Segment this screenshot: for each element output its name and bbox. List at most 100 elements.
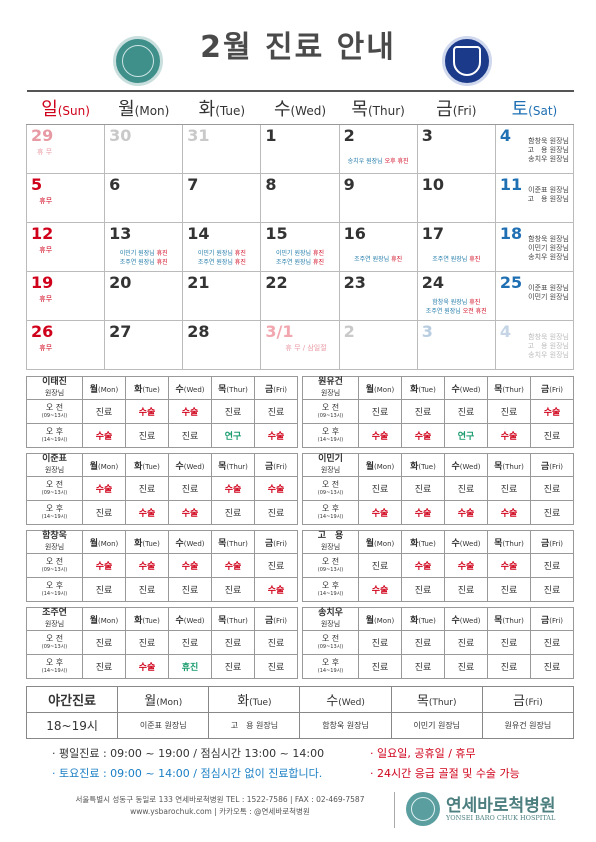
schedule-day-header: 화(Tue): [125, 376, 169, 400]
saturday-doctor: 이민기 원장님: [528, 292, 569, 301]
weekday-en: (Sat): [528, 103, 558, 118]
day-en: (Fri): [549, 385, 564, 394]
doctor-off-note: 조주연 원장님 휴진: [340, 255, 417, 264]
day-ko: 월: [365, 461, 375, 472]
day-ko: 금: [264, 615, 274, 626]
day-ko: 목: [218, 615, 227, 626]
day-en: (Fri): [273, 385, 288, 394]
period-time: (14~19시): [41, 436, 68, 443]
day-ko: 목: [494, 461, 503, 472]
schedule-cell: 수술: [82, 553, 126, 578]
schedule-cell: 진료: [444, 577, 488, 602]
schedule-cell: 진료: [82, 577, 126, 602]
schedule-day-header: 월(Mon): [358, 453, 402, 477]
doctor-title: 원장님: [44, 620, 65, 628]
weekday-ko: 일: [41, 98, 58, 120]
period-cell: 오 전(09~13시): [302, 399, 359, 424]
day-number: 30: [109, 125, 132, 145]
day-ko: 화: [410, 461, 419, 472]
schedule-day-header: 목(Thur): [487, 453, 531, 477]
period-cell: 오 전(09~13시): [26, 399, 83, 424]
schedule-cell: 진료: [211, 630, 255, 655]
day-en: (Thur): [226, 462, 248, 471]
period-time: (14~19시): [41, 513, 68, 520]
schedule-cell: 진료: [211, 654, 255, 679]
day-number: 27: [109, 321, 132, 341]
schedule-day-header: 화(Tue): [125, 607, 169, 631]
doctor-title: 원장님: [320, 620, 341, 628]
night-doctor-tue: 고 용 원장님: [208, 712, 301, 739]
doctor-title: 원장님: [320, 543, 341, 551]
day-ko: 목: [218, 538, 227, 549]
schedule-day-header: 목(Thur): [487, 530, 531, 554]
day-ko: 금: [540, 384, 550, 395]
schedule-day-header: 월(Mon): [82, 607, 126, 631]
schedule-day-header: 화(Tue): [401, 453, 445, 477]
day-ko: 화: [134, 615, 143, 626]
holiday-label: 휴 무: [37, 147, 53, 156]
schedule-cell: 진료: [358, 630, 402, 655]
day-number: 2: [343, 321, 355, 341]
period-cell: 오 후(14~19시): [26, 423, 83, 448]
hospital-name-en: YONSEI BARO CHUK HOSPITAL: [446, 814, 556, 822]
calendar-day-cell: 3: [416, 123, 496, 174]
schedule-cell: 수술: [254, 476, 298, 501]
schedule-cell: 수술: [125, 500, 169, 525]
doctor-off-note: 함창욱 원장님 휴진: [418, 298, 495, 307]
period-time: (14~19시): [41, 667, 68, 674]
schedule-cell: 진료: [211, 399, 255, 424]
doctor-title: 원장님: [320, 389, 341, 397]
day-ko: 금: [264, 384, 274, 395]
period-label: 오 후: [45, 503, 64, 513]
weekday-ko: 월: [118, 98, 135, 120]
day-ko: 목: [494, 615, 503, 626]
day-en: (Mon): [374, 462, 395, 471]
footer: 서울특별시 성동구 동일로 133 연세바로척병원 TEL : 1522-758…: [0, 790, 596, 830]
period-label: 오 후: [45, 426, 64, 436]
schedule-cell: 진료: [401, 630, 445, 655]
schedule-cell: 진료: [530, 654, 574, 679]
day-en: (Wed): [183, 539, 205, 548]
calendar-day-cell: 27: [104, 319, 184, 370]
day-number: 22: [265, 272, 288, 292]
schedule-day-header: 수(Wed): [168, 453, 212, 477]
calendar-day-cell: 21: [182, 270, 262, 321]
schedule-day-header: 금(Fri): [254, 607, 298, 631]
day-number: 21: [187, 272, 210, 292]
schedule-cell: 진료: [530, 630, 574, 655]
day-ko: 화: [134, 461, 143, 472]
day-number: 7: [187, 174, 199, 194]
holiday-label: 휴무: [39, 245, 53, 254]
calendar-day-cell: 6: [104, 172, 184, 223]
note-doctor: 이민기 원장님: [119, 249, 157, 257]
weekday-ko: 토: [511, 98, 529, 120]
night-day-wed: 수(Wed): [299, 686, 392, 713]
schedule-day-header: 수(Wed): [168, 530, 212, 554]
schedule-cell: 진료: [530, 577, 574, 602]
saturday-doctor: 함창욱 원장님: [528, 234, 569, 243]
day-en: (Mon): [98, 539, 119, 548]
saturday-doctor: 고 용 원장님: [527, 194, 569, 203]
weekday-en: (Sun): [57, 103, 90, 118]
schedule-day-header: 목(Thur): [487, 607, 531, 631]
note-doctor: 조주연 원장님: [119, 258, 157, 266]
day-en: (Thur): [502, 539, 524, 548]
weekday-header: 목(Thur): [339, 90, 418, 125]
doctor-off-note: 조주연 원장님 휴진: [105, 258, 182, 267]
note-doctor: 송치우 원장님: [347, 157, 385, 165]
hospital-logo-icon: [406, 792, 440, 826]
period-time: (09~13시): [317, 412, 344, 419]
